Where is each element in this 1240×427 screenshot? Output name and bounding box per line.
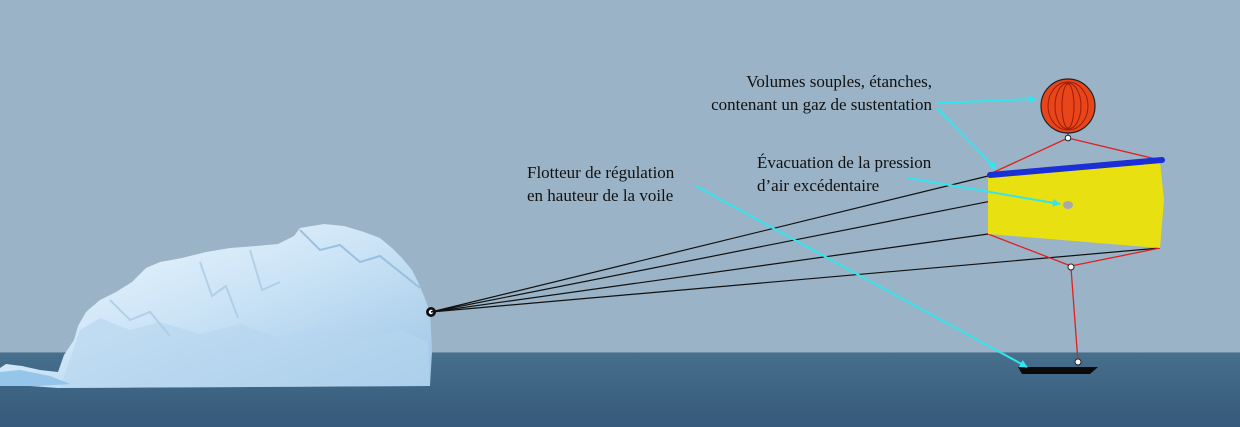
label-gas-volumes: Volumes souples, étanches, contenant un … [711, 70, 932, 116]
lower-ring [1067, 263, 1075, 271]
pointer-arrows [695, 95, 1061, 368]
label-regulation-float: Flotteur de régulation en hauteur de la … [527, 161, 674, 207]
pressure-vent [1063, 201, 1073, 209]
iceberg [0, 224, 432, 388]
float-ring [1074, 358, 1082, 366]
label-pressure-evacuation-line-2: d’air excédentaire [757, 176, 880, 195]
label-regulation-float-line-2: en hauteur de la voile [527, 186, 674, 205]
sail-rigging [987, 137, 1161, 363]
sail-spar [987, 157, 1165, 178]
arrow-to-float [695, 185, 1028, 368]
label-pressure-evacuation-line-1: Évacuation de la pression [757, 153, 932, 172]
sail [988, 162, 1164, 248]
arrow-to-vent [907, 177, 1061, 207]
arrow-to-balloon [936, 95, 1037, 104]
label-regulation-float-line-1: Flotteur de régulation [527, 163, 675, 182]
label-pressure-evacuation: Évacuation de la pression d’air excédent… [757, 151, 931, 197]
label-gas-volumes-line-1: Volumes souples, étanches, [746, 72, 932, 91]
regulation-float [1018, 367, 1098, 374]
balloon-icon [1040, 78, 1096, 142]
label-gas-volumes-line-2: contenant un gaz de sustentation [711, 95, 932, 114]
arrow-to-spar [936, 107, 997, 170]
